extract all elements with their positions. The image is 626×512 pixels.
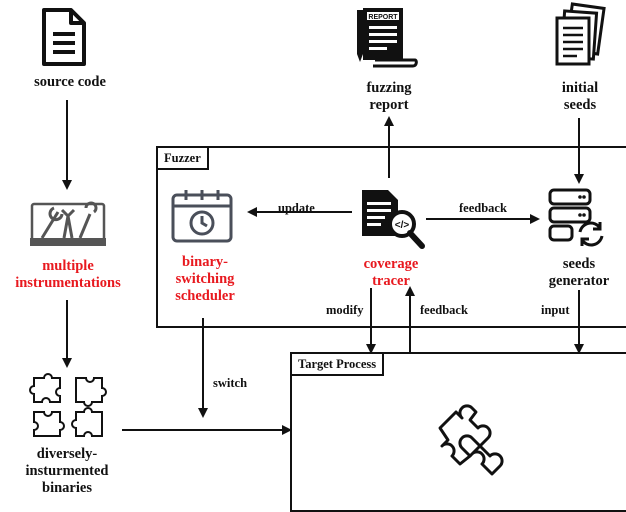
server-refresh-icon [548, 188, 604, 247]
puzzle-pieces-icon [29, 373, 107, 437]
target-process-title: Target Process [290, 352, 385, 376]
toolbox-icon [30, 201, 106, 246]
report-icon: REPORT [357, 8, 418, 68]
multiple-instrumentations-label: multiple instrumentations [15, 258, 121, 291]
binary-switching-scheduler-label: binary- switching scheduler [175, 254, 235, 304]
edge-label-feedback-right: feedback [459, 201, 507, 215]
seeds-papers-icon [555, 2, 606, 66]
fuzzer-container [156, 146, 626, 328]
seeds-generator-label: seeds generator [548, 256, 610, 289]
document-icon [42, 8, 86, 66]
initial-seeds-label: initial seeds [561, 80, 599, 113]
svg-text:</>: </> [395, 220, 410, 231]
coverage-tracer-label: coverage tracer [363, 256, 419, 289]
edge-label-modify: modify [326, 303, 364, 317]
fuzzer-container-title: Fuzzer [156, 146, 209, 170]
report-badge-text: REPORT [368, 14, 398, 21]
edge-label-feedback-up: feedback [420, 303, 468, 317]
edge-label-switch: switch [213, 376, 248, 390]
diversely-instrumented-binaries-label: diversely- insturmented binaries [25, 446, 109, 496]
edge-label-update: update [278, 201, 315, 215]
fuzzing-report-label: fuzzing report [366, 80, 412, 113]
tracer-magnifier-icon: </> [362, 190, 425, 249]
calendar-clock-icon [171, 190, 233, 243]
source-code-label: source code [34, 74, 106, 90]
puzzle-icon [438, 404, 504, 476]
edge-label-input: input [541, 303, 570, 317]
